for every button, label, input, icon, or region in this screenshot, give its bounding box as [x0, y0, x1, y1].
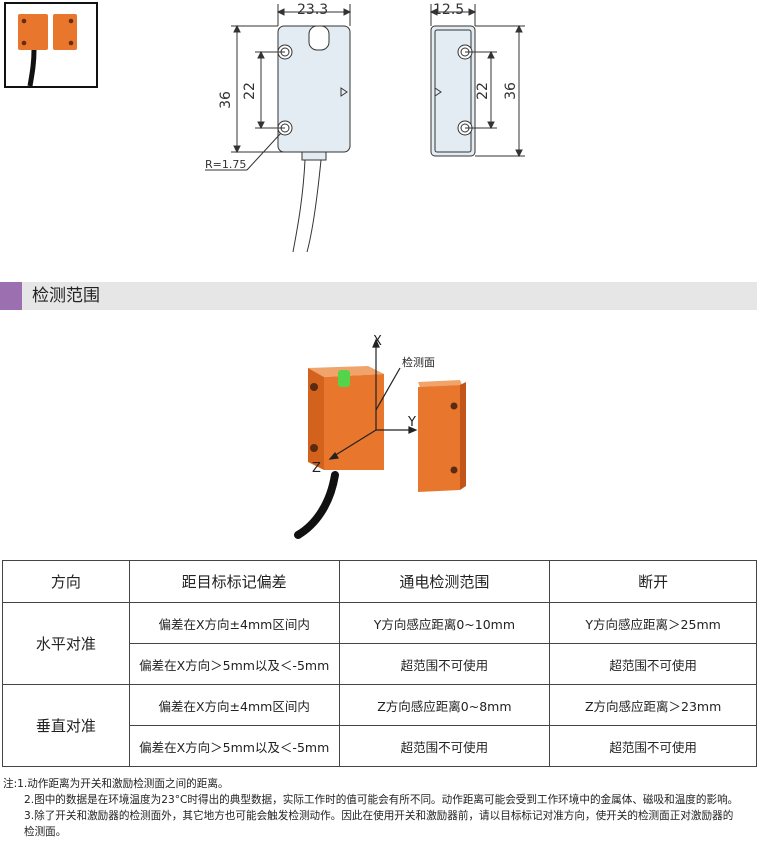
section-accent-mark: [0, 282, 22, 310]
detection-range-figure: X Y Z 检测面: [294, 334, 466, 539]
dim-radius: R=1.75: [205, 158, 246, 171]
table-row: 偏差在X方向＞5mm以及＜-5mm 超范围不可使用 超范围不可使用: [3, 643, 757, 685]
dim-width-side: 12.5: [433, 2, 464, 18]
note-3-cont: 检测面。: [24, 826, 67, 838]
group-vertical: 垂直对准: [2, 684, 130, 767]
table-cell: 偏差在X方向±4mm区间内: [128, 602, 340, 644]
product-photo: [18, 14, 77, 87]
notes-block: 注:1.动作距离为开关和激励检测面之间的距离。 2.图中的数据是在环境温度为23…: [3, 776, 758, 840]
header-direction: 方向: [2, 560, 130, 603]
table-cell: 超范围不可使用: [549, 643, 757, 685]
table-cell: 偏差在X方向＞5mm以及＜-5mm: [128, 725, 340, 767]
header-off: 断开: [549, 560, 757, 603]
axis-x-label: X: [373, 334, 382, 349]
axis-y-label: Y: [407, 415, 416, 430]
table-cell: 超范围不可使用: [549, 725, 757, 767]
group-horizontal: 水平对准: [2, 602, 130, 685]
table-cell: 超范围不可使用: [338, 643, 551, 685]
detection-range-table: 方向 距目标标记偏差 通电检测范围 断开 水平对准 偏差在X方向±4mm区间内 …: [2, 560, 757, 767]
table-cell: 偏差在X方向＞5mm以及＜-5mm: [128, 643, 340, 685]
table-cell: Y方向感应距离＞25mm: [549, 602, 757, 644]
note-1: 注:1.动作距离为开关和激励检测面之间的距离。: [3, 778, 229, 790]
note-2: 2.图中的数据是在环境温度为23°C时得出的典型数据，实际工作时的值可能会有所不…: [24, 794, 739, 806]
sensing-face-label: 检测面: [402, 355, 435, 369]
table-row: 偏差在X方向＞5mm以及＜-5mm 超范围不可使用 超范围不可使用: [3, 725, 757, 767]
dim-hole-spacing-front: 22: [242, 82, 258, 100]
table-header-row: 方向 距目标标记偏差 通电检测范围 断开: [2, 560, 757, 603]
dim-hole-spacing-side: 22: [475, 82, 491, 100]
table-row: 垂直对准 偏差在X方向±4mm区间内 Z方向感应距离0~8mm Z方向感应距离＞…: [2, 684, 757, 767]
dim-height-side: 36: [503, 82, 519, 100]
section-title: 检测范围: [32, 286, 100, 306]
product-thumbnail: [4, 2, 98, 88]
table-cell: Z方向感应距离0~8mm: [338, 684, 551, 726]
technical-drawing: 23.3 12.5 36 22 22 36 R=1.75: [205, 2, 525, 253]
table-cell: Y方向感应距离0~10mm: [338, 602, 551, 644]
dim-height-front: 36: [218, 91, 234, 109]
axis-z-label: Z: [312, 461, 321, 476]
table-cell: 偏差在X方向±4mm区间内: [128, 684, 340, 726]
dim-width-front: 23.3: [297, 2, 328, 18]
table-row: 水平对准 偏差在X方向±4mm区间内 Y方向感应距离0~10mm Y方向感应距离…: [2, 602, 757, 685]
note-3: 3.除了开关和激励器的检测面外，其它地方也可能会触发检测动作。因此在使用开关和激…: [24, 810, 734, 822]
section-header-bar: [0, 282, 757, 310]
table-cell: 超范围不可使用: [338, 725, 551, 767]
header-on-range: 通电检测范围: [338, 560, 551, 603]
header-deviation: 距目标标记偏差: [128, 560, 340, 603]
table-cell: Z方向感应距离＞23mm: [549, 684, 757, 726]
